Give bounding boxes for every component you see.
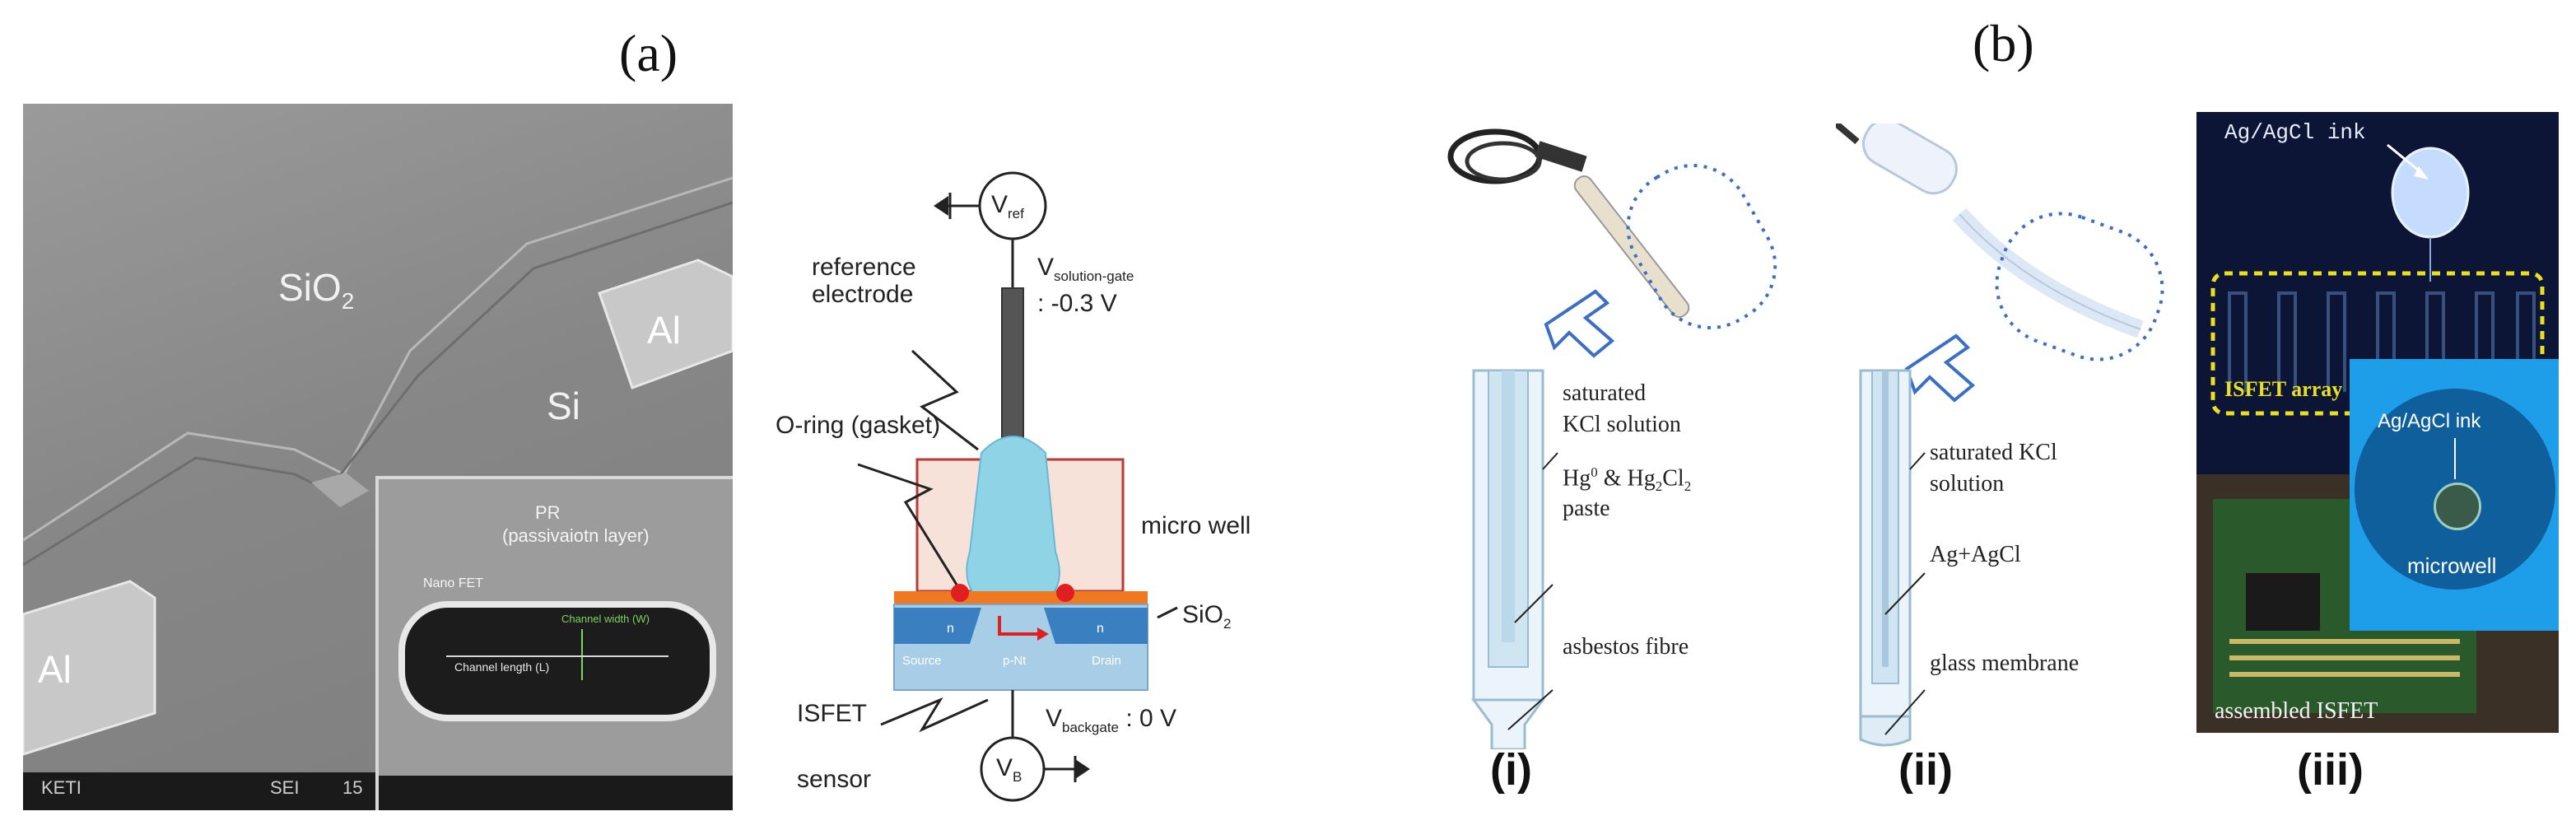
source-label: Source — [902, 654, 942, 668]
vref-label: V — [991, 191, 1009, 218]
isfet-label: ISFET — [797, 700, 868, 727]
sem-sio2-sub: 2 — [341, 288, 355, 315]
inset-pr-label: PR — [535, 502, 561, 523]
inset-channel-length-label: Channel length (L) — [454, 660, 550, 674]
electrode-ii: saturated KCl solution Ag+AgCl glass mem… — [1833, 118, 2182, 749]
svg-text:n: n — [1097, 622, 1104, 636]
sem-footer-value: 15 — [342, 777, 363, 798]
oring-label: O-ring (gasket) — [776, 412, 941, 439]
sem-image: SiO2 Al Si Al KETI SEI 15 PR (passivaiot… — [23, 104, 733, 810]
sem-al-right-label: Al — [647, 309, 681, 352]
sem-footer-sei: SEI — [270, 777, 300, 798]
isfet-array-label: ISFET array — [2224, 377, 2343, 401]
svg-text:n: n — [947, 622, 954, 636]
ink-top-label: Ag/AgCl ink — [2224, 120, 2366, 145]
i-label1-line1: saturated — [1563, 380, 1647, 406]
vback-label: V — [1046, 705, 1063, 732]
assembled-isfet-label: assembled ISFET — [2215, 698, 2378, 724]
ii-label3: glass membrane — [1930, 650, 2080, 676]
ii-label1-line2: solution — [1930, 471, 2005, 497]
down-arrow-icon — [1544, 289, 1615, 358]
inset-channel-width-label: Channel width (W) — [561, 613, 650, 625]
ink-inset-label: Ag/AgCl ink — [2378, 410, 2481, 432]
i-label2-end: Cl — [1662, 465, 1684, 492]
microwell-label: microwell — [2407, 553, 2497, 578]
i-label2-line2: paste — [1563, 496, 1610, 521]
drain-label: Drain — [1092, 654, 1121, 668]
i-label2-hg: Hg — [1563, 465, 1591, 492]
sem-inset: PR (passivaiotn layer) Nano FET Channel … — [375, 476, 733, 810]
sem-si-label: Si — [547, 385, 580, 427]
sio2-schematic-label: SiO — [1182, 601, 1224, 628]
vsolution-value: : -0.3 V — [1037, 290, 1117, 317]
ii-label2: Ag+AgCl — [1930, 542, 2021, 567]
vback-value: : 0 V — [1125, 705, 1177, 732]
i-label1-line2: KCl solution — [1563, 412, 1681, 437]
inset-passivation-label: (passivaiotn layer) — [502, 525, 650, 546]
sem-sio2-label: SiO — [278, 266, 342, 309]
roman-i: (i) — [1490, 745, 1532, 795]
i-label2-mid: & Hg — [1597, 465, 1656, 492]
roman-iii: (iii) — [2297, 745, 2364, 795]
isfet-schematic-svg: n n — [857, 171, 1178, 802]
photo-iii: Ag/AgCl ink ISFET array assembled ISFET … — [2196, 112, 2559, 733]
sem-al-left-label: Al — [38, 648, 72, 691]
electrode-i: saturated KCl solution Hg0 & Hg2Cl2 past… — [1446, 124, 1791, 751]
electrode-probe-icon — [1447, 128, 1777, 751]
down-arrow-icon — [1904, 333, 1976, 403]
vsolution-sub: solution-gate — [1054, 268, 1134, 284]
vsolution-label: V — [1037, 254, 1055, 281]
vb-sub: B — [1013, 769, 1022, 785]
inset-channel: Channel width (W) Channel length (L) — [398, 601, 716, 721]
panel-b-letter: (b) — [1973, 14, 2034, 72]
reference-electrode-label: reference electrode — [812, 254, 916, 308]
pnw-label: p-Nt — [1003, 654, 1027, 668]
electrode-ii-svg — [1833, 118, 2164, 747]
sensor-label: sensor — [797, 766, 872, 793]
i-label2-sub2: 2 — [1684, 478, 1692, 494]
isfet-schematic: n n Vref Vsolution-gate : -0.3 V referen… — [766, 156, 1276, 815]
panel-a-letter: (a) — [619, 24, 678, 82]
micro-well-label: micro well — [1141, 512, 1251, 539]
roman-ii: (ii) — [1898, 745, 1953, 795]
i-label2-sup: 0 — [1591, 464, 1598, 480]
i-label3: asbestos fibre — [1563, 634, 1689, 660]
inset-nanofet-label: Nano FET — [423, 576, 483, 590]
sem-footer-keti: KETI — [41, 777, 82, 798]
ii-label1-line1: saturated KCl — [1930, 440, 2057, 465]
vb-label: V — [996, 754, 1013, 781]
vback-sub: backgate — [1062, 720, 1120, 735]
microwell-inset: Ag/AgCl ink microwell — [2350, 359, 2559, 631]
vref-sub: ref — [1008, 206, 1024, 221]
i-label2-sub: 2 — [1655, 478, 1663, 494]
sio2-schematic-sub: 2 — [1223, 616, 1232, 632]
